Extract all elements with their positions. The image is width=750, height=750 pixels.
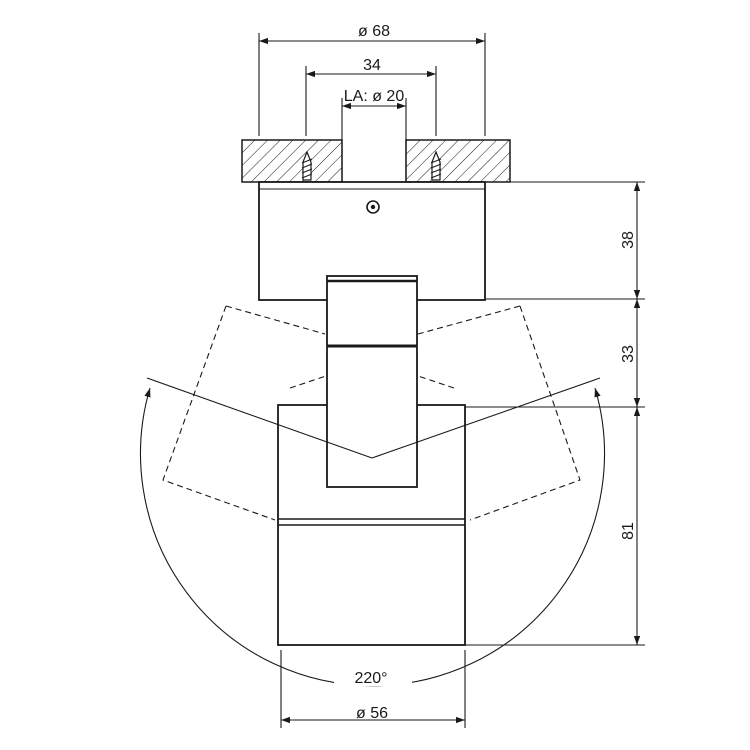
dashed-rotated-head-left: [162, 305, 327, 521]
bottom-dimension: [280, 650, 466, 728]
dim-head-diameter: ø 56: [356, 705, 388, 722]
dim-mounting-diameter: ø 68: [358, 23, 390, 40]
dim-screw-spacing: 34: [363, 57, 381, 74]
dim-base-height: 38: [620, 231, 637, 249]
dashed-rotated-head-right: [417, 305, 581, 521]
dim-head-height: 81: [620, 522, 637, 540]
right-screw: [430, 150, 442, 181]
dim-arm-length: 33: [620, 345, 637, 363]
dim-cable-outlet: LA: ø 20: [344, 88, 405, 105]
dim-rotation-angle: 220°: [354, 670, 387, 687]
ceiling-section: [241, 139, 511, 183]
swivel-arm: [326, 275, 418, 488]
top-dimensions: [258, 33, 486, 182]
right-dimensions: [465, 181, 645, 646]
left-screw: [301, 150, 313, 181]
